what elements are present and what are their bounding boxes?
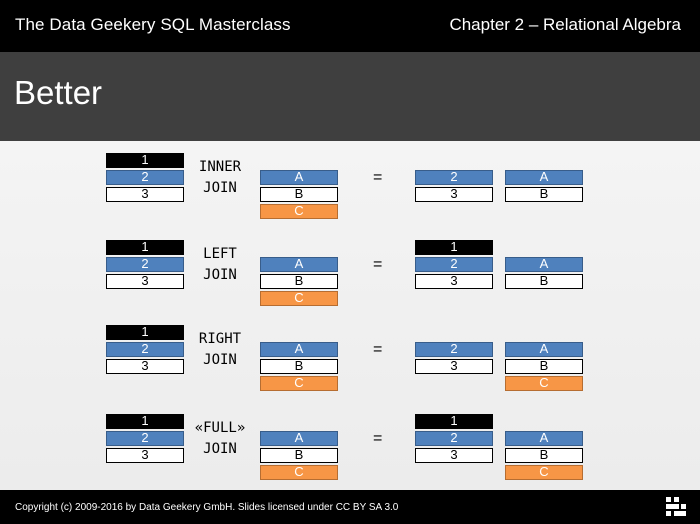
result-right-a: A — [505, 170, 583, 185]
top-bar: The Data Geekery SQL Masterclass Chapter… — [0, 0, 700, 52]
left-row-3: 3 — [106, 274, 184, 289]
join-label-2: JOIN — [203, 441, 237, 457]
result-right-c: C — [505, 465, 583, 480]
join-label-1: RIGHT — [198, 331, 242, 347]
result-right-b: B — [505, 448, 583, 463]
right-row-b: B — [260, 359, 338, 374]
result-left-2: 2 — [415, 342, 493, 357]
left-row-2: 2 — [106, 342, 184, 357]
right-row-a: A — [260, 170, 338, 185]
right-row-b: B — [260, 187, 338, 202]
result-left-2: 2 — [415, 257, 493, 272]
left-row-3: 3 — [106, 448, 184, 463]
slide-title: Better — [14, 74, 103, 111]
right-row-b: B — [260, 274, 338, 289]
result-right-a: A — [505, 431, 583, 446]
right-row-c: C — [260, 291, 338, 306]
right-row-c: C — [260, 465, 338, 480]
left-row-2: 2 — [106, 257, 184, 272]
left-row-3: 3 — [106, 359, 184, 374]
equals-sign: = — [373, 256, 383, 273]
equals-sign: = — [373, 430, 383, 447]
slide-content: 1 2 3 INNER JOIN A B C = 2 3 A B 1 2 3 L… — [0, 141, 700, 490]
join-label-2: JOIN — [203, 267, 237, 283]
result-left-3: 3 — [415, 274, 493, 289]
join-label-2: JOIN — [203, 352, 237, 368]
equals-sign: = — [373, 169, 383, 186]
equals-sign: = — [373, 341, 383, 358]
join-label-2: JOIN — [203, 180, 237, 196]
result-left-3: 3 — [415, 448, 493, 463]
result-left-2: 2 — [415, 170, 493, 185]
title-bar: Better — [0, 52, 700, 141]
result-right-a: A — [505, 257, 583, 272]
left-row-1: 1 — [106, 153, 184, 168]
left-row-2: 2 — [106, 431, 184, 446]
result-left-1: 1 — [415, 414, 493, 429]
left-row-1: 1 — [106, 414, 184, 429]
result-left-2: 2 — [415, 431, 493, 446]
result-right-b: B — [505, 359, 583, 374]
footer: Copyright (c) 2009-2016 by Data Geekery … — [0, 490, 700, 524]
chapter-title: Chapter 2 – Relational Algebra — [449, 15, 681, 34]
right-row-b: B — [260, 448, 338, 463]
result-left-1: 1 — [415, 240, 493, 255]
left-row-1: 1 — [106, 325, 184, 340]
right-row-a: A — [260, 431, 338, 446]
right-row-a: A — [260, 342, 338, 357]
right-row-a: A — [260, 257, 338, 272]
result-right-b: B — [505, 274, 583, 289]
copyright-text: Copyright (c) 2009-2016 by Data Geekery … — [15, 502, 399, 513]
result-left-3: 3 — [415, 359, 493, 374]
left-row-1: 1 — [106, 240, 184, 255]
join-label-1: «FULL» — [194, 420, 246, 436]
right-row-c: C — [260, 204, 338, 219]
course-title: The Data Geekery SQL Masterclass — [15, 15, 291, 34]
right-row-c: C — [260, 376, 338, 391]
join-label-1: INNER — [198, 159, 242, 175]
left-row-2: 2 — [106, 170, 184, 185]
join-label-1: LEFT — [203, 246, 237, 262]
result-left-3: 3 — [415, 187, 493, 202]
data-geekery-logo-icon — [666, 497, 686, 516]
result-right-b: B — [505, 187, 583, 202]
result-right-c: C — [505, 376, 583, 391]
left-row-3: 3 — [106, 187, 184, 202]
result-right-a: A — [505, 342, 583, 357]
